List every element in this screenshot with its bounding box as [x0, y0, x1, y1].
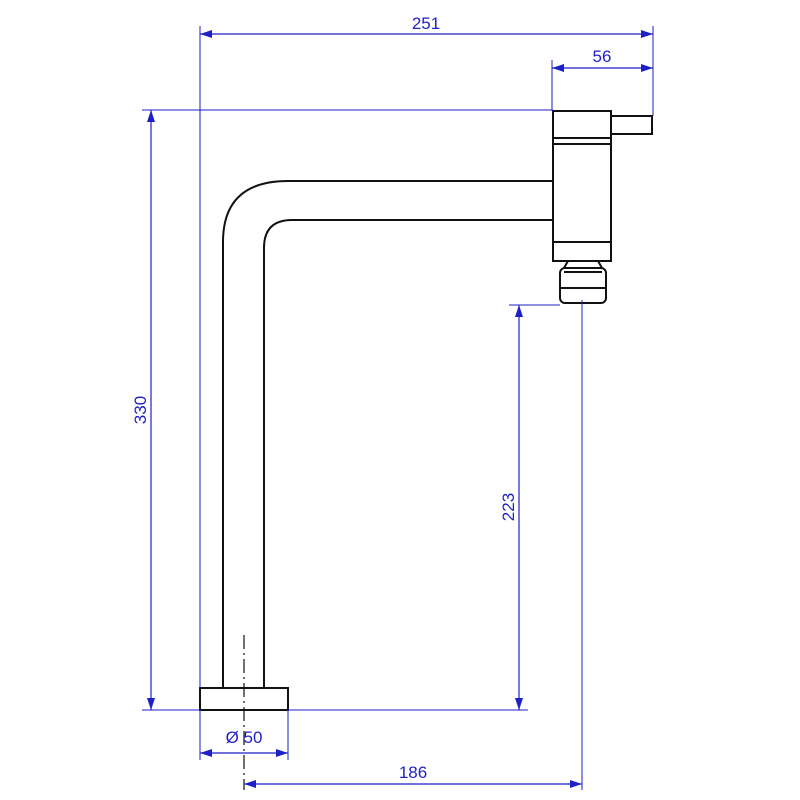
dimension-base-diameter: Ø 50	[199, 710, 289, 760]
valve-body	[552, 110, 612, 262]
faucet-outline	[199, 110, 653, 711]
arrowhead-left	[244, 780, 256, 788]
arrowhead-top	[147, 110, 155, 122]
arrowhead-top	[515, 305, 523, 317]
dimension-label-diameter-50: Ø 50	[226, 728, 263, 747]
dimension-label-330: 330	[131, 396, 150, 424]
arrowhead-right	[641, 30, 653, 38]
spout-inner-contour	[263, 219, 552, 688]
dimension-label-186: 186	[399, 763, 427, 782]
aerator-neck	[562, 260, 604, 269]
dimension-overall-width: 251	[199, 14, 654, 688]
aerator-body	[559, 267, 607, 304]
dimension-lever-offset: 56	[551, 47, 653, 111]
arrowhead-right	[276, 749, 288, 757]
arrowhead-bottom	[515, 698, 523, 710]
dimension-spout-reach: 186	[244, 763, 582, 788]
arrowhead-left	[200, 30, 212, 38]
arrowhead-right	[570, 780, 582, 788]
dimension-label-251: 251	[412, 14, 440, 33]
lever-handle	[610, 115, 653, 135]
spout-outer-contour	[222, 180, 552, 688]
dimension-label-223: 223	[499, 493, 518, 521]
dimension-spout-height: 223	[288, 304, 560, 711]
dimension-overall-height: 330	[131, 109, 553, 711]
arrowhead-left	[200, 749, 212, 757]
arrowhead-left	[552, 64, 564, 72]
dimension-label-56: 56	[593, 47, 612, 66]
arrowhead-right	[641, 64, 653, 72]
arrowhead-bottom	[147, 698, 155, 710]
